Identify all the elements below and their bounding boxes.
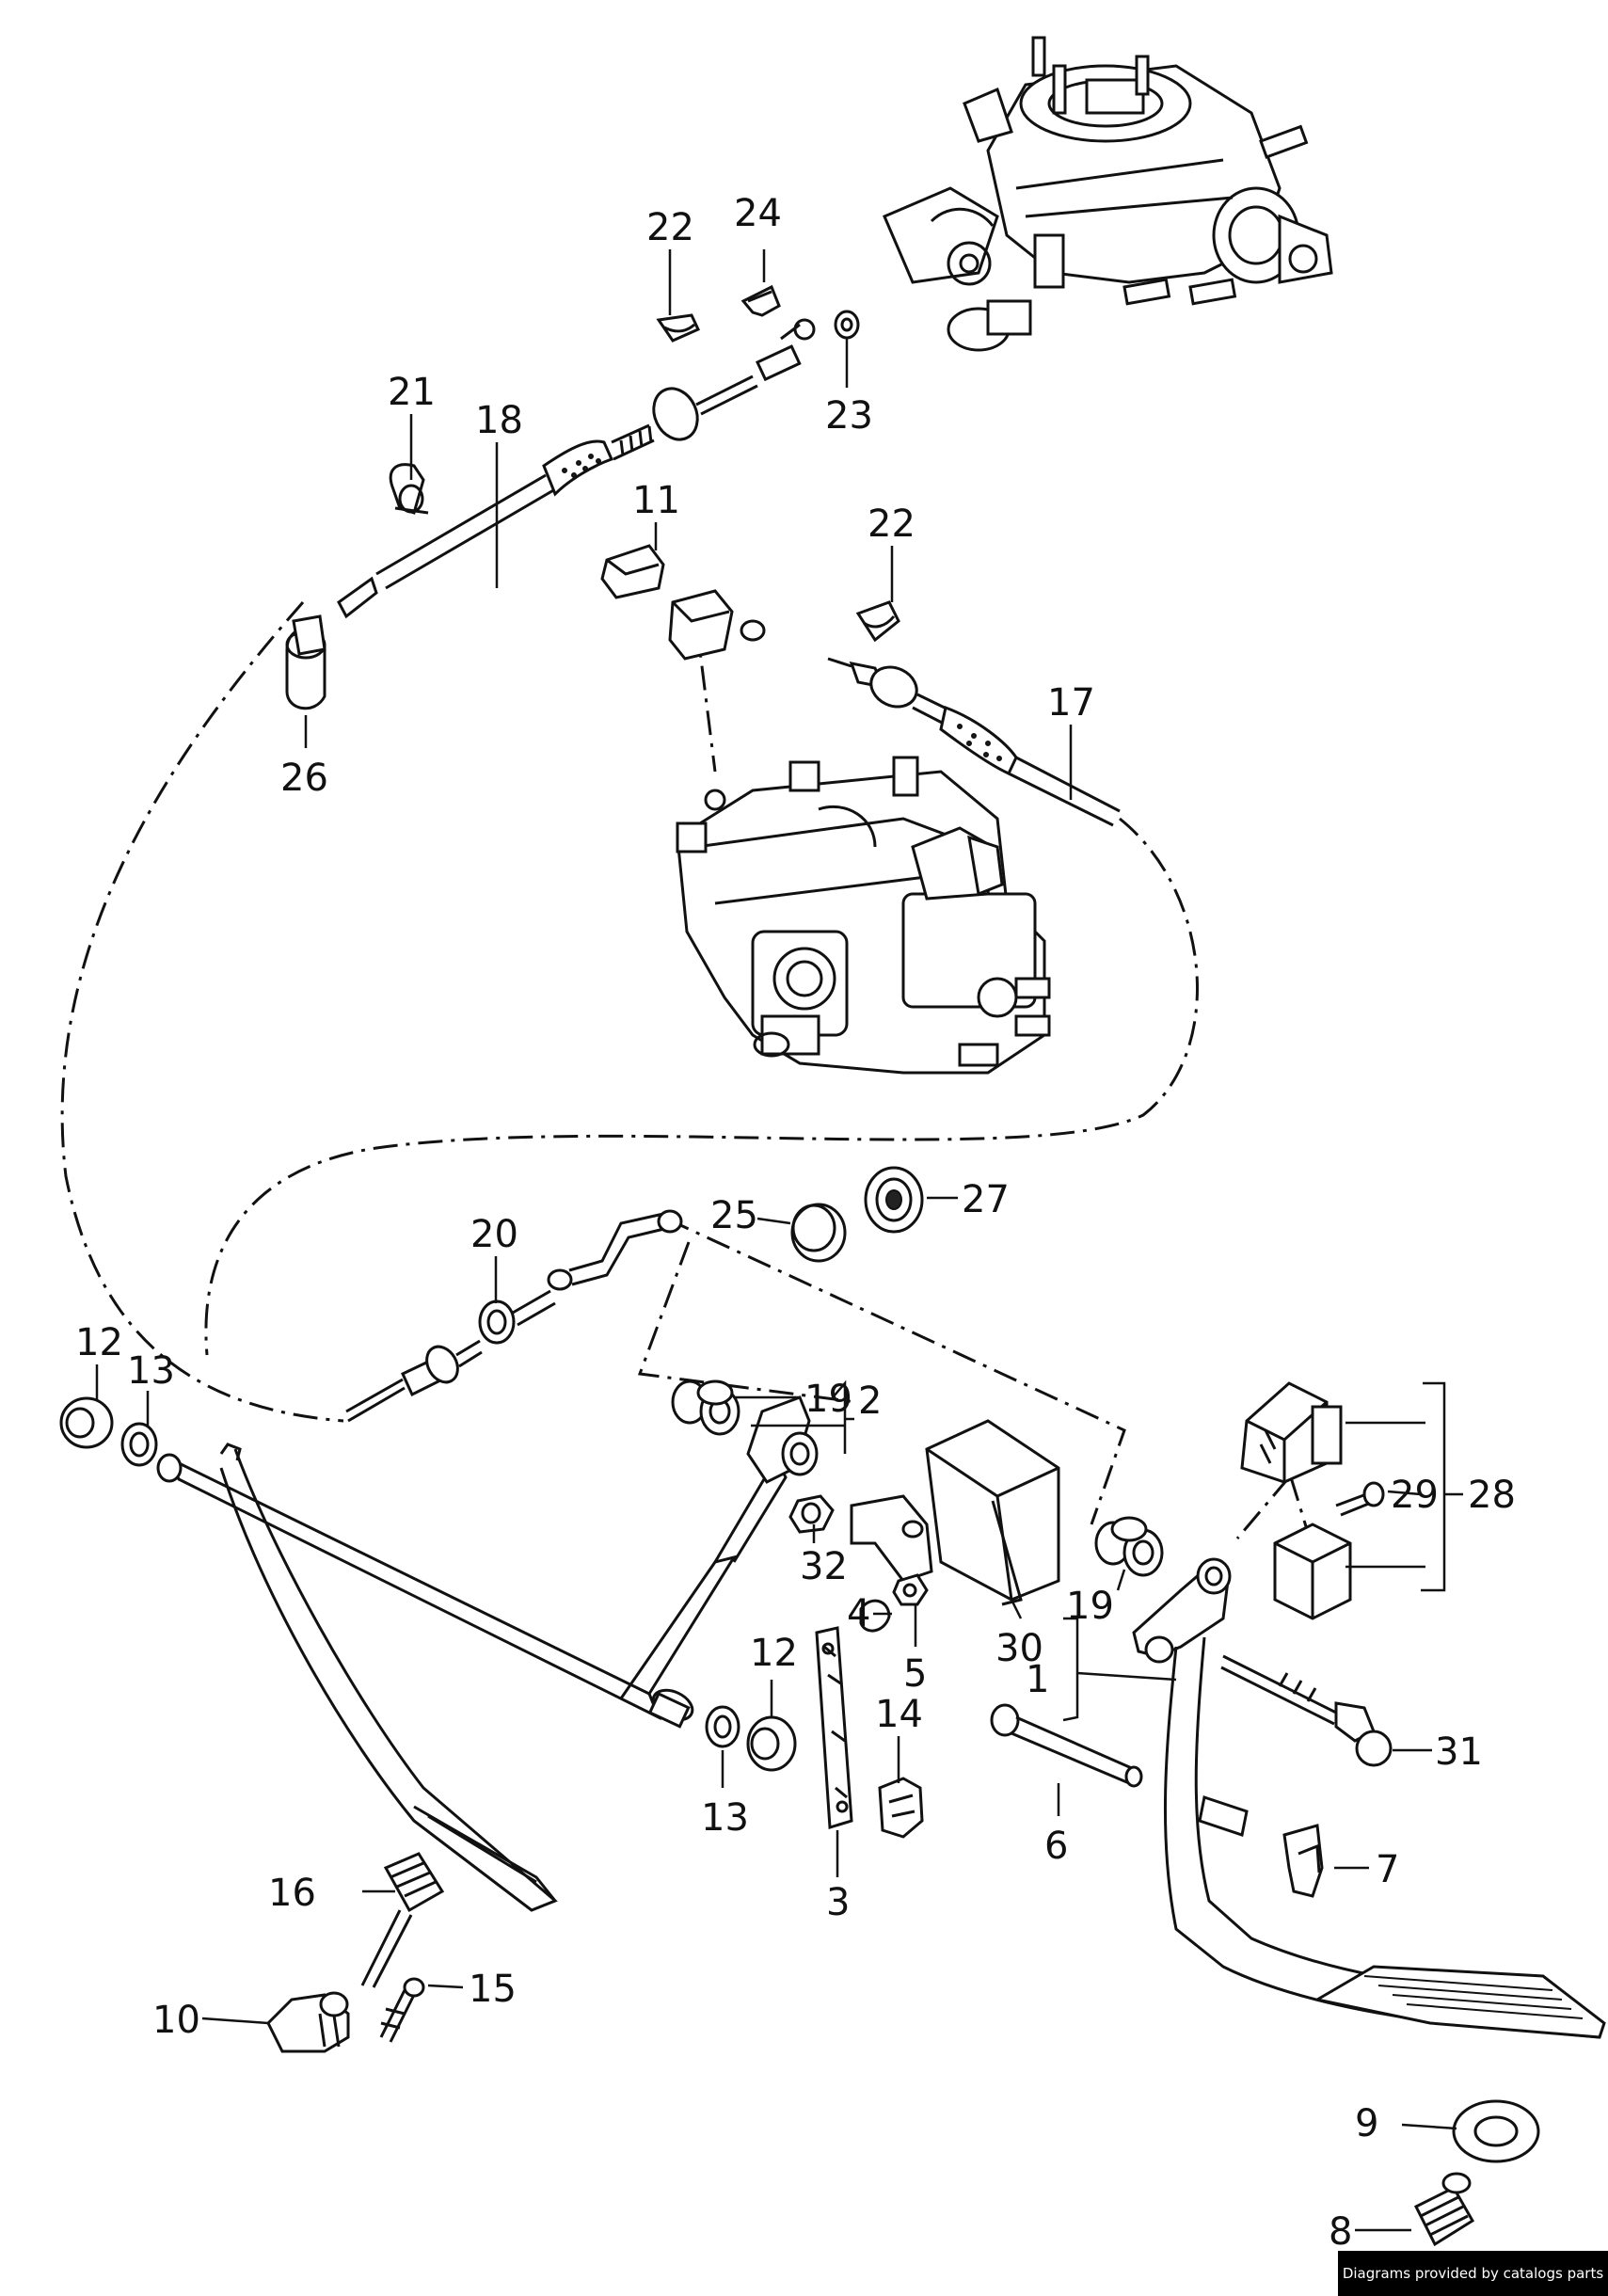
label-2: 2 [858,1379,882,1423]
label-29: 29 [1391,1474,1439,1517]
carburetor [883,36,1333,352]
label-3: 3 [826,1881,850,1924]
label-12-left: 12 [75,1321,123,1364]
label-1: 1 [1026,1658,1049,1701]
label-16: 16 [268,1872,316,1915]
label-31: 31 [1435,1730,1483,1774]
label-19-right: 19 [1066,1585,1114,1628]
label-4: 4 [847,1592,870,1635]
label-18: 18 [475,399,523,442]
accelerator-pedal-assembly [59,1379,819,1912]
label-24: 24 [734,192,782,235]
label-8: 8 [1329,2210,1352,2254]
label-23: 23 [825,394,873,438]
credit-banner: Diagrams provided by catalogs parts [1338,2251,1608,2296]
label-27: 27 [962,1178,1010,1221]
throttle-cable-18 [337,318,816,619]
label-5: 5 [903,1652,927,1696]
label-19-left: 19 [804,1378,852,1421]
label-13-left: 13 [127,1349,175,1393]
label-25: 25 [710,1194,758,1237]
clutch-pedal-assembly [990,1381,1606,2247]
label-15: 15 [469,1968,517,2011]
injection-pump [676,756,1051,1075]
label-32: 32 [800,1545,848,1588]
throttle-cable-17 [827,657,1121,827]
label-11: 11 [632,479,680,522]
part-number-labels: 22 24 23 21 18 11 22 17 26 20 25 27 12 1… [75,192,1516,2254]
label-30: 30 [995,1627,1043,1670]
label-12-mid: 12 [750,1632,798,1675]
bracket-30 [705,1419,1060,1839]
label-28: 28 [1468,1474,1516,1517]
label-7: 7 [1376,1848,1399,1891]
label-6: 6 [1044,1825,1068,1868]
label-10: 10 [152,1999,200,2042]
label-22-mid: 22 [868,502,915,546]
label-17: 17 [1047,681,1095,725]
label-14: 14 [875,1693,923,1736]
label-13-mid: 13 [701,1796,749,1840]
pedal-stop-parts [266,1852,445,2053]
label-20: 20 [470,1213,518,1256]
small-parts-top [285,284,924,1263]
label-21: 21 [388,371,436,414]
label-leaders [95,249,1463,2232]
label-9: 9 [1355,2102,1378,2145]
cable-end-20 [345,1209,683,1423]
label-22-top: 22 [646,206,694,249]
label-26: 26 [280,757,328,800]
